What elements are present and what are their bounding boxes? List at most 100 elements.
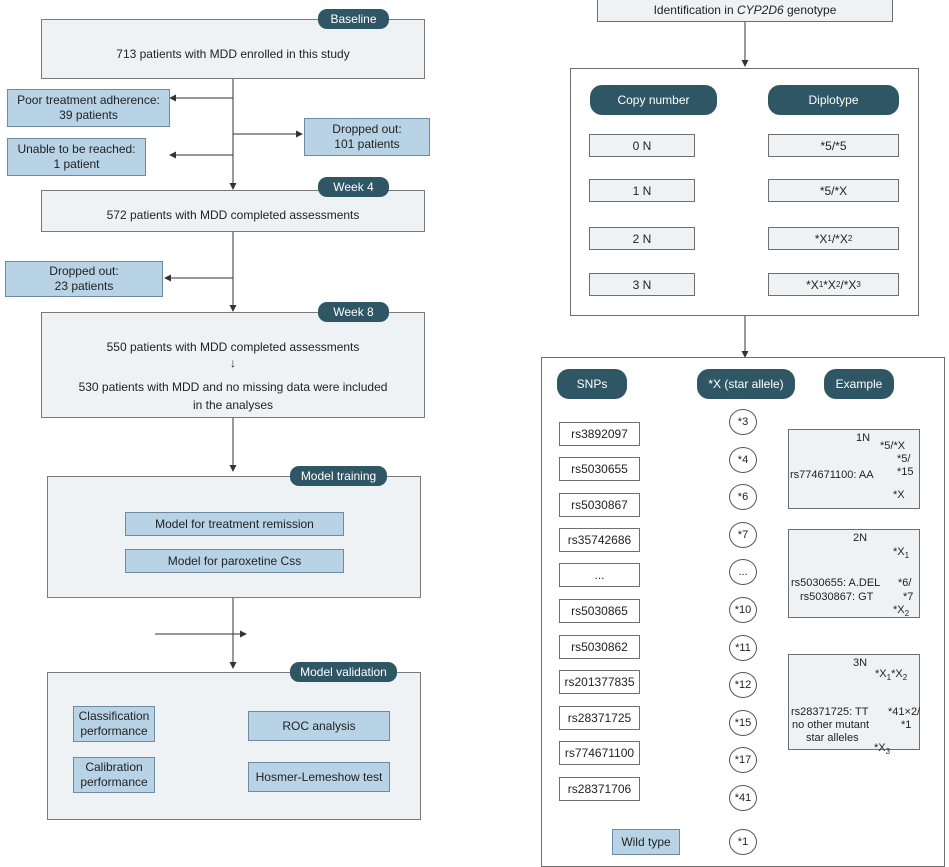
star-allele-circle: *1 — [729, 829, 757, 855]
week8-text: 550 patients with MDD completed assessme… — [106, 340, 360, 354]
snp-row: rs3892097 — [559, 422, 640, 446]
dropped1-box: Dropped out: 101 patients — [304, 118, 430, 156]
analysed-line1: 530 patients with MDD and no missing dat… — [78, 380, 388, 394]
dropped2-box: Dropped out: 23 patients — [5, 261, 163, 297]
ex1-n: 1N — [856, 432, 871, 444]
ex3-snp1: rs28371725: TT — [791, 706, 869, 718]
snp-row: ... — [559, 563, 640, 587]
diplotype-row-0: *5/*5 — [768, 134, 899, 157]
validation-box-main — [47, 672, 421, 820]
unreached-line2: 1 patient — [53, 157, 100, 171]
ex3-res2: *1 — [901, 719, 912, 731]
copy-row-3: 3 N — [589, 273, 695, 296]
snp-row: rs28371706 — [559, 777, 640, 801]
unreached-box: Unable to be reached: 1 patient — [7, 138, 146, 176]
star-allele-circle: *41 — [729, 785, 757, 811]
snp-row: rs5030867 — [559, 493, 640, 517]
unreached-line1: Unable to be reached: — [17, 142, 136, 156]
copy-number-header: Copy number — [590, 85, 717, 115]
ex2-snp2: rs5030867: GT — [800, 591, 874, 603]
star-allele-circle: *12 — [729, 672, 757, 698]
week8-arrow: ↓ — [230, 356, 236, 370]
calibration-box: Calibration performance — [73, 757, 155, 793]
snps-header: SNPs — [557, 369, 627, 399]
calibration-line2: performance — [80, 775, 148, 789]
ex1-bottom: *X — [893, 489, 905, 501]
star-allele-header: *X (star allele) — [697, 369, 795, 399]
training-box — [47, 476, 421, 598]
star-allele-circle: *6 — [729, 484, 757, 510]
snp-row: rs5030862 — [559, 635, 640, 659]
ex1-snp: rs774671100: AA — [790, 469, 874, 481]
enrolled-text: 713 patients with MDD enrolled in this s… — [116, 47, 350, 61]
adherence-line1: Poor treatment adherence: — [17, 93, 160, 107]
classification-box: Classification performance — [73, 706, 155, 742]
ident-gene: CYP2D6 — [736, 3, 784, 17]
ex1-res2: *15 — [897, 466, 914, 478]
week4-text: 572 patients with MDD completed assessme… — [106, 208, 360, 222]
stage-training-label: Model training — [290, 466, 387, 486]
dropped1-line2: 101 patients — [334, 137, 400, 151]
copy-row-1: 1 N — [589, 179, 695, 202]
model-remission-box: Model for treatment remission — [125, 512, 344, 536]
copy-row-2: 2 N — [589, 227, 695, 250]
dropped2-line1: Dropped out: — [49, 264, 119, 278]
diplotype-header: Diplotype — [768, 85, 899, 115]
star-allele-circle: *10 — [729, 597, 757, 623]
star-allele-circle: *7 — [729, 522, 757, 548]
diplotype-row-1: *5/*X — [768, 179, 899, 202]
ex2-n: 2N — [853, 532, 868, 544]
example-1n-box — [788, 429, 920, 509]
ex2-res1: *6/ — [898, 577, 912, 589]
identification-box: Identification in CYP2D6 genotype — [597, 0, 893, 22]
ex2-top: *X1 — [893, 546, 910, 561]
example-3n-box — [788, 654, 920, 750]
snp-row: rs28371725 — [559, 706, 640, 730]
stage-validation-label: Model validation — [290, 662, 397, 682]
wild-type-box: Wild type — [612, 829, 680, 855]
identification-text: Identification in CYP2D6 genotype — [654, 3, 837, 17]
analysed-line2: in the analyses — [192, 398, 274, 412]
star-allele-circle: ... — [729, 559, 757, 585]
stage-week8-label: Week 8 — [318, 302, 389, 322]
copy-row-0: 0 N — [589, 134, 695, 157]
ex3-bottom: *X3 — [874, 742, 891, 757]
star-allele-circle: *17 — [729, 747, 757, 773]
classification-line2: performance — [80, 724, 148, 738]
enrolled-box — [41, 19, 425, 79]
ex3-top: *X1*X2 — [875, 668, 908, 683]
example-2n-box — [788, 529, 920, 618]
stage-baseline-label: Baseline — [318, 9, 389, 29]
classification-line1: Classification — [78, 709, 150, 723]
ex3-snp2: no other mutant — [792, 719, 870, 731]
ex2-bottom: *X2 — [893, 604, 910, 619]
ident-suffix: genotype — [783, 3, 837, 17]
star-allele-circle: *11 — [729, 635, 757, 661]
star-allele-circle: *3 — [729, 409, 757, 435]
roc-box: ROC analysis — [248, 711, 390, 741]
stage-week4-label: Week 4 — [318, 177, 389, 197]
ex3-n: 3N — [853, 657, 868, 669]
ex3-res1: *41×2/ — [888, 706, 921, 718]
ex1-top: *5/*X — [880, 440, 906, 452]
model-css-box: Model for paroxetine Css — [125, 549, 344, 573]
snp-row: rs201377835 — [559, 670, 640, 694]
week4-box — [41, 190, 425, 232]
star-allele-circle: *15 — [729, 710, 757, 736]
week8-box — [41, 312, 425, 418]
snp-row: rs5030865 — [559, 599, 640, 623]
snp-row: rs774671100 — [559, 741, 640, 765]
adherence-box: Poor treatment adherence: 39 patients — [7, 89, 170, 127]
star-allele-circle: *4 — [729, 447, 757, 473]
snp-row: rs5030655 — [559, 457, 640, 481]
ident-prefix: Identification in — [653, 3, 737, 17]
ex3-snp3: star alleles — [806, 732, 859, 744]
ex1-res1: *5/ — [897, 453, 911, 465]
dropped2-line2: 23 patients — [54, 279, 114, 293]
hosmer-box: Hosmer-Lemeshow test — [248, 762, 390, 792]
ex2-snp1: rs5030655: A.DEL — [791, 577, 881, 589]
snp-row: rs35742686 — [559, 528, 640, 552]
example-header: Example — [824, 369, 894, 399]
